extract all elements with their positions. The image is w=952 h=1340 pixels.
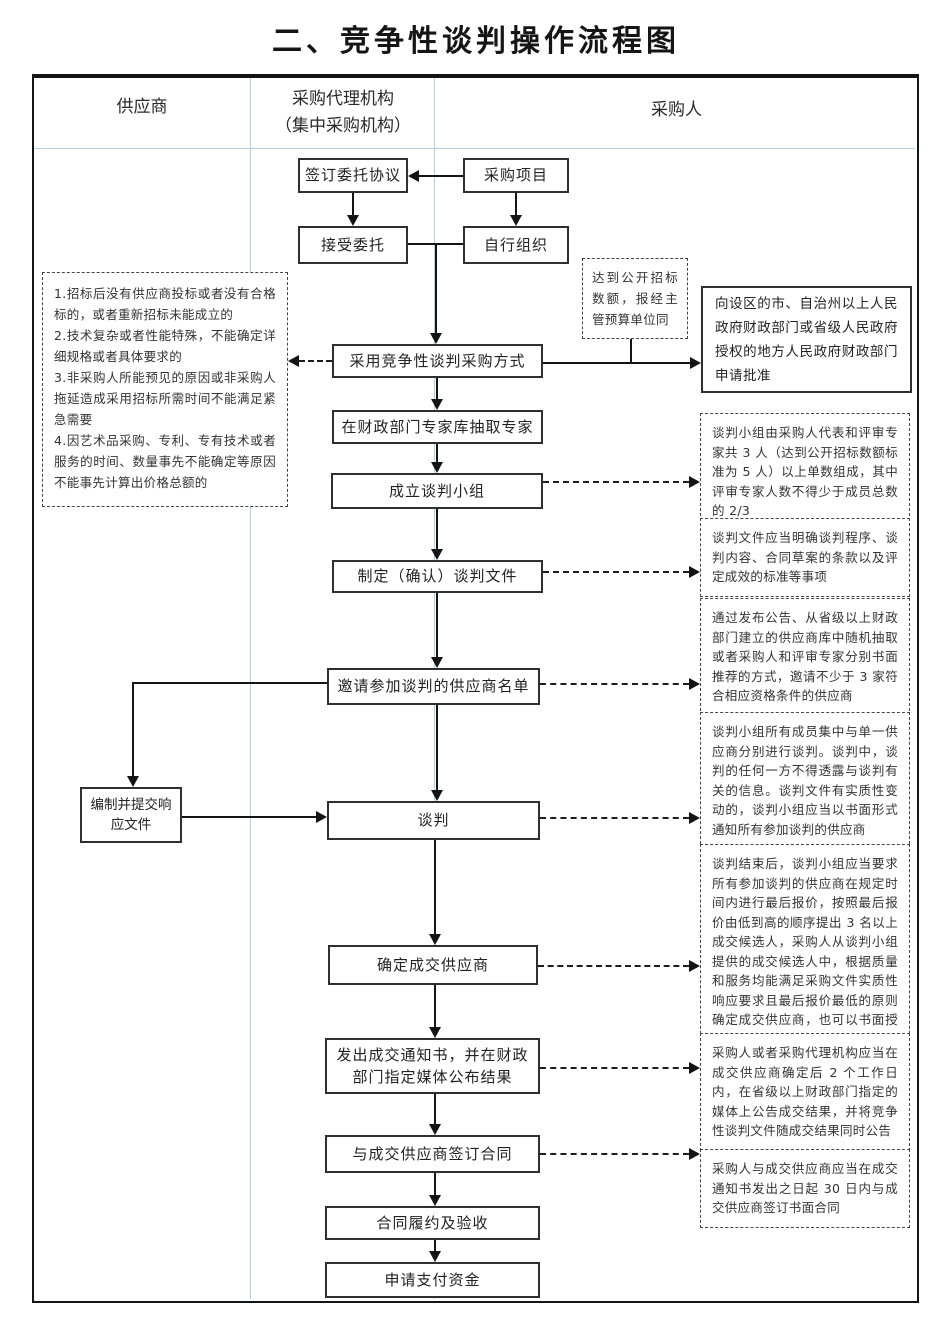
arrow-documents-to-invite-head xyxy=(431,657,443,668)
diagram-border xyxy=(32,74,919,1303)
arrow-experts-to-group-line xyxy=(436,444,438,462)
flow-box-self-organize: 自行组织 xyxy=(463,226,569,264)
flow-box-perform-contract: 合同履约及验收 xyxy=(325,1206,540,1240)
flow-box-adopt-method: 采用竞争性谈判采购方式 xyxy=(332,344,543,378)
flow-box-extract-experts: 在财政部门专家库抽取专家 xyxy=(332,410,543,444)
flow-box-invite-supplier-list: 邀请参加谈判的供应商名单 xyxy=(327,668,540,705)
condition-item-4: 4.因艺术品采购、专利、专有技术或者服务的时间、数量事先不能确定等原因不能事先计… xyxy=(54,433,276,490)
note-sign-contract-deadline: 采购人与成交供应商应当在成交通知书发出之日起 30 日内与成交供应商签订书面合同 xyxy=(700,1149,910,1228)
flow-box-procurement-project: 采购项目 xyxy=(463,158,569,193)
arrow-determine-to-notice-line xyxy=(434,985,436,1027)
flow-box-make-documents: 制定（确认）谈判文件 xyxy=(332,560,543,593)
dashed-arrow-contract-note-head xyxy=(689,1148,700,1160)
arrow-adopt-to-approval-head xyxy=(690,357,701,369)
flow-box-apply-approval: 向设区的市、自治州以上人民政府财政部门或省级人民政府授权的地方人民政府财政部门申… xyxy=(701,286,912,393)
flow-box-prepare-response: 编制并提交响应文件 xyxy=(80,787,182,843)
dashed-arrow-negotiate-note-line xyxy=(540,817,689,819)
arrow-project-to-self-line xyxy=(515,193,517,215)
note-negotiation-group: 谈判小组由采购人代表和评审专家共 3 人（达到公开招标数额标准为 5 人）以上单… xyxy=(700,413,910,531)
arrow-experts-to-group-head xyxy=(431,462,443,473)
arrow-group-to-documents-head xyxy=(431,549,443,560)
arrow-invite-to-response-head xyxy=(127,776,139,787)
arrow-invite-to-negotiate-head xyxy=(431,790,443,801)
arrow-perform-to-payment-line xyxy=(434,1240,436,1251)
note-applicable-conditions: 1.招标后没有供应商投标或者没有合格标的，或者重新招标未能成立的 2.技术复杂或… xyxy=(42,272,288,507)
column-divider-line-1 xyxy=(250,78,251,1299)
connector-merge-down-line xyxy=(435,243,437,333)
arrow-determine-to-notice-head xyxy=(429,1027,441,1038)
arrow-notice-to-contract-head xyxy=(429,1124,441,1135)
dashed-arrow-contract-note-line xyxy=(540,1153,689,1155)
arrow-contract-to-perform-line xyxy=(434,1173,436,1195)
arrow-adopt-to-conditions-head xyxy=(288,355,299,367)
dashed-arrow-group-note-head xyxy=(689,476,700,488)
column-header-agency-line1: 采购代理机构 xyxy=(292,89,394,109)
branch-invite-to-response-hline xyxy=(133,682,327,684)
flow-box-determine-supplier: 确定成交供应商 xyxy=(328,945,538,985)
dashed-arrow-invite-note-line xyxy=(540,683,689,685)
dashed-arrow-documents-note-line xyxy=(543,571,689,573)
note-open-bid-threshold: 达到公开招标数额，报经主管预算单位同 xyxy=(582,258,688,339)
dashed-arrow-determine-note-head xyxy=(689,960,700,972)
condition-item-2: 2.技术复杂或者性能特殊，不能确定详细规格或者具体要求的 xyxy=(54,328,276,364)
arrow-adopt-to-conditions-line xyxy=(299,360,332,362)
arrow-sign-to-accept-head xyxy=(347,215,359,226)
dashed-arrow-invite-note-head xyxy=(689,678,700,690)
arrow-adopt-to-approval-line xyxy=(543,362,690,364)
arrow-group-to-documents-line xyxy=(436,509,438,549)
condition-item-1: 1.招标后没有供应商投标或者没有合格标的，或者重新招标未能成立的 xyxy=(54,286,276,322)
column-header-agency: 采购代理机构 （集中采购机构） xyxy=(252,86,434,140)
flow-box-sign-agreement: 签订委托协议 xyxy=(298,158,408,193)
dashed-arrow-notice-note-line xyxy=(540,1067,689,1069)
arrow-merge-to-adopt-head xyxy=(430,333,442,344)
arrow-response-to-negotiate-line xyxy=(182,816,316,818)
arrow-negotiate-to-determine-line xyxy=(434,840,436,934)
arrow-notice-to-contract-line xyxy=(434,1094,436,1124)
arrow-negotiate-to-determine-head xyxy=(429,934,441,945)
arrow-contract-to-perform-head xyxy=(429,1195,441,1206)
column-header-purchaser: 采购人 xyxy=(651,100,702,120)
dashed-arrow-group-note-line xyxy=(543,481,689,483)
column-header-supplier: 供应商 xyxy=(116,97,168,117)
column-header-agency-line2: （集中采购机构） xyxy=(275,116,411,136)
connector-threshold-line xyxy=(630,339,632,363)
arrow-adopt-to-experts-line xyxy=(436,378,438,399)
flow-box-request-payment: 申请支付资金 xyxy=(325,1262,540,1298)
flow-box-sign-contract: 与成交供应商签订合同 xyxy=(325,1135,540,1173)
note-announce-result: 采购人或者采购代理机构应当在成交供应商确定后 2 个工作日内，在省级以上财政部门… xyxy=(700,1033,910,1151)
arrow-documents-to-invite-line xyxy=(436,593,438,657)
dashed-arrow-notice-note-head xyxy=(689,1062,700,1074)
arrow-perform-to-payment-head xyxy=(429,1251,441,1262)
arrow-adopt-to-experts-head xyxy=(431,399,443,410)
note-determine-supplier: 谈判结束后，谈判小组应当要求所有参加谈判的供应商在规定时间内进行最后报价，按照最… xyxy=(700,844,910,1059)
arrow-sign-to-accept-line xyxy=(352,193,354,215)
page-title: 二、竞争性谈判操作流程图 xyxy=(272,24,680,59)
note-negotiation-documents: 谈判文件应当明确谈判程序、谈判内容、合同草案的条款以及评定成效的标准等事项 xyxy=(700,518,910,597)
dashed-arrow-determine-note-line xyxy=(538,965,689,967)
header-divider-line xyxy=(34,148,915,149)
note-invite-suppliers: 通过发布公告、从省级以上财政部门建立的供应商库中随机抽取或者采购人和评审专家分别… xyxy=(700,598,910,716)
flow-box-issue-notice: 发出成交通知书，并在财政部门指定媒体公布结果 xyxy=(325,1038,540,1094)
arrow-project-to-self-head xyxy=(510,215,522,226)
arrow-project-to-sign-line xyxy=(419,175,463,177)
flow-box-form-negotiation-group: 成立谈判小组 xyxy=(331,473,543,509)
dashed-arrow-negotiate-note-head xyxy=(689,812,700,824)
flow-box-accept-entrustment: 接受委托 xyxy=(298,226,408,264)
flow-box-negotiate: 谈判 xyxy=(327,801,540,840)
arrow-project-to-sign-head xyxy=(408,170,419,182)
note-negotiation-rules: 谈判小组所有成员集中与单一供应商分别进行谈判。谈判中，谈判的任何一方不得透露与谈… xyxy=(700,712,910,849)
branch-invite-to-response-vline xyxy=(132,682,134,776)
condition-item-3: 3.非采购人所能预见的原因或非采购人拖延造成采用招标所需时间不能满足紧急需要 xyxy=(54,370,276,427)
dashed-arrow-documents-note-head xyxy=(689,566,700,578)
arrow-response-to-negotiate-head xyxy=(316,811,327,823)
arrow-invite-to-negotiate-line xyxy=(436,705,438,790)
